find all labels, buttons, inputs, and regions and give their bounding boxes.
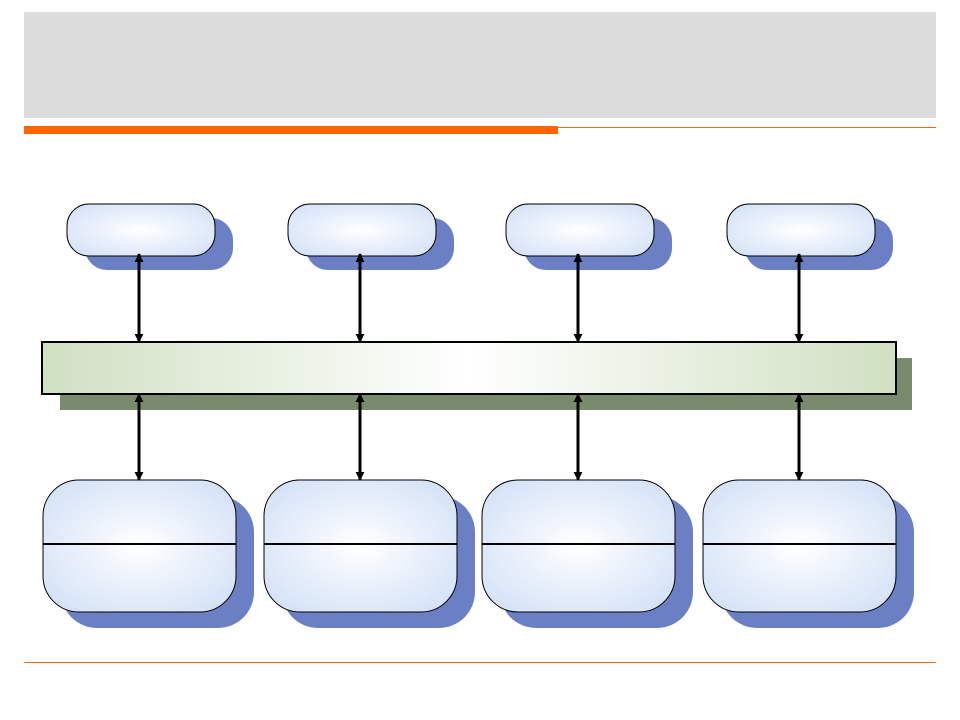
top-node-3 — [505, 203, 672, 270]
bottom-node-box — [702, 479, 897, 613]
bottom-node-3 — [481, 479, 693, 628]
top-node-box — [505, 203, 655, 257]
top-node-box — [287, 203, 437, 257]
top-node-1 — [66, 203, 233, 270]
slide-title-bar — [24, 12, 936, 118]
bottom-node-4 — [702, 479, 914, 628]
bottom-node-box — [42, 479, 237, 613]
top-node-box — [66, 203, 216, 257]
shared-bus — [41, 341, 912, 410]
bus-bar — [41, 341, 897, 395]
top-node-4 — [726, 203, 893, 270]
bottom-node-1 — [42, 479, 254, 628]
top-node-box — [726, 203, 876, 257]
bottom-node-box — [481, 479, 676, 613]
footer-accent-line — [24, 662, 936, 663]
title-accent-line-thick — [24, 126, 558, 134]
bottom-node-2 — [263, 479, 475, 628]
title-accent-line-thin — [558, 127, 936, 128]
top-node-2 — [287, 203, 454, 270]
bottom-node-box — [263, 479, 458, 613]
